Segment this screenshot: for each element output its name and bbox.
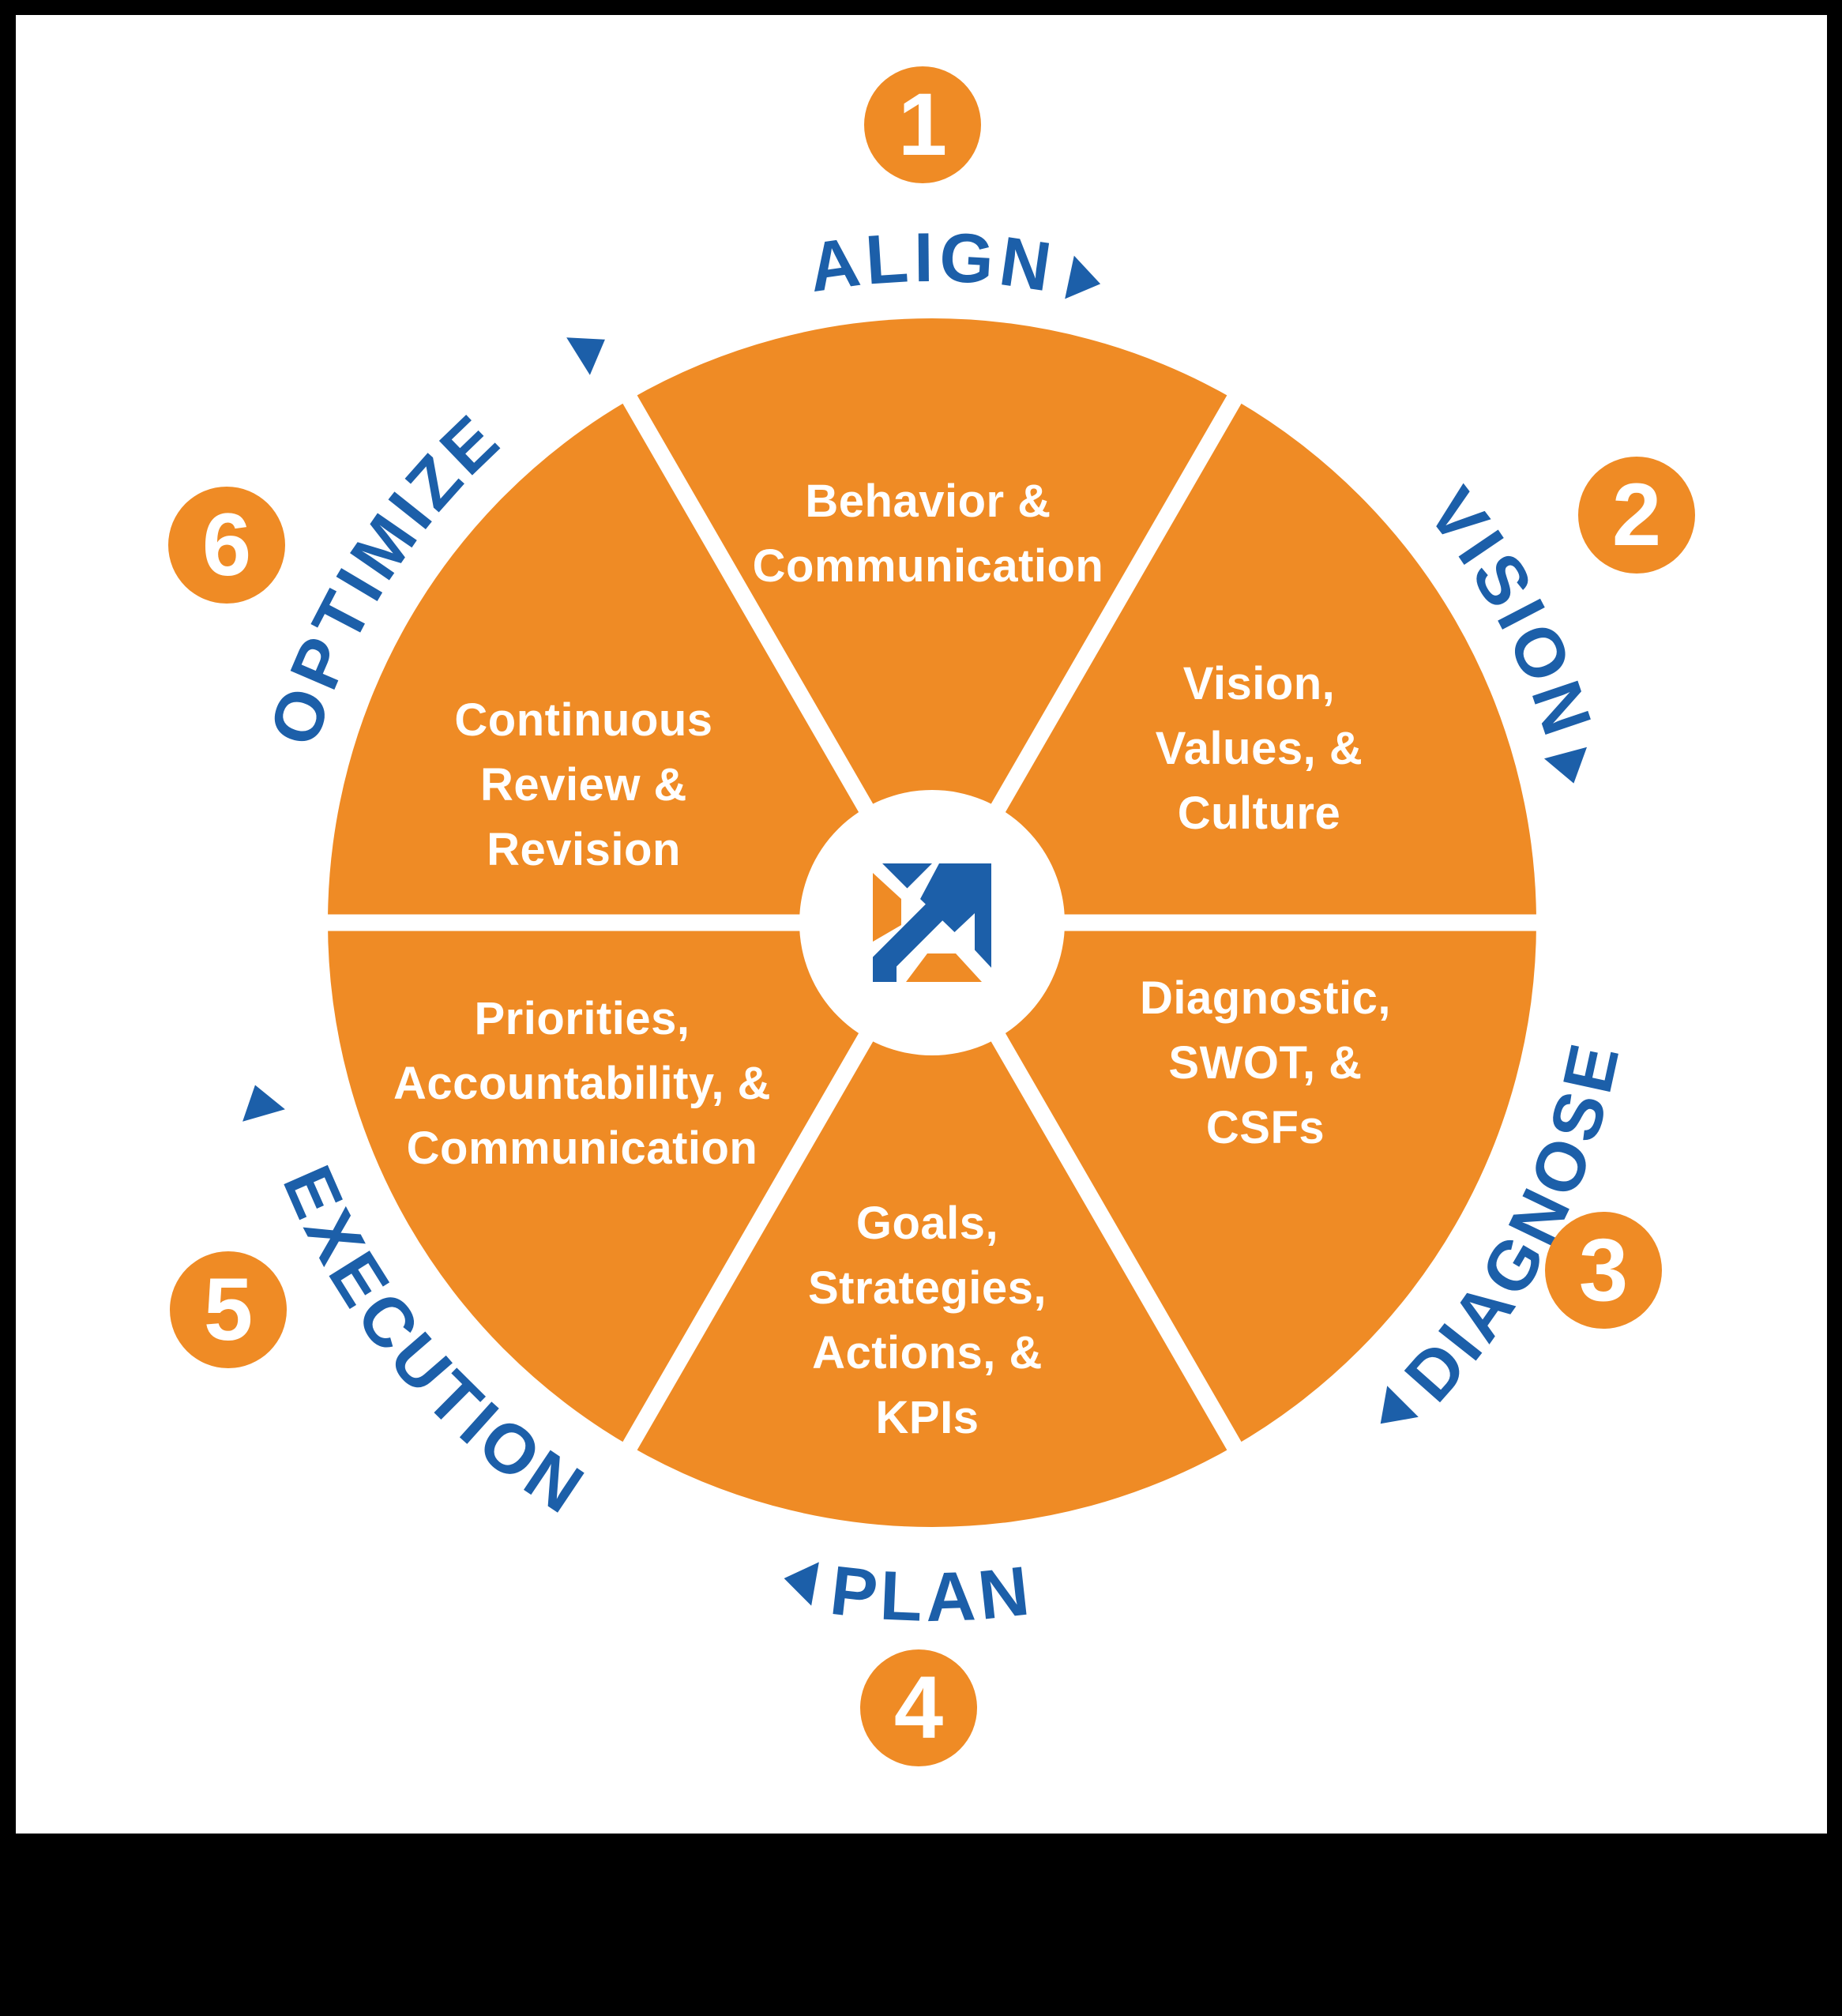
step-number-1: 1: [897, 75, 948, 174]
step-badge-1: 1: [864, 66, 981, 183]
wheel-sectors: [328, 318, 1536, 1527]
logo-arrow-shaft: [873, 902, 944, 982]
step-number-3: 3: [1578, 1221, 1629, 1319]
arc-label-align: ALIGN: [803, 217, 1060, 307]
align-clockwise-arrow-icon: [1065, 255, 1101, 299]
sector-optimize: [328, 399, 932, 923]
step-number-5: 5: [203, 1260, 254, 1359]
step-badge-5: 5: [170, 1251, 287, 1368]
segment-text-optimize: Continuous Review & Revision: [454, 694, 713, 875]
step-number-6: 6: [201, 495, 252, 594]
sector-vision: [932, 399, 1536, 923]
logo-arrow-head: [920, 863, 991, 968]
segment-text-plan: Goals, Strategies, Actions, & KPIs: [807, 1198, 1047, 1443]
step-badge-2: 2: [1578, 457, 1695, 574]
sector-plan: [630, 923, 1235, 1527]
direction-arrows: [242, 255, 1588, 1606]
logo-orange-bottom-facet: [906, 953, 982, 982]
sector-execution: [328, 923, 932, 1446]
logo-orange-left-facet: [873, 873, 901, 942]
step-number-4: 4: [893, 1658, 944, 1757]
optimize-clockwise-arrow-icon: [566, 337, 605, 375]
arc-label-plan: PLAN: [826, 1551, 1037, 1636]
vision-clockwise-arrow-icon: [1543, 747, 1588, 784]
step-badge-3: 3: [1545, 1212, 1662, 1329]
step-badge-4: 4: [860, 1649, 977, 1766]
logo-blue-top-left-facet: [882, 863, 932, 889]
plan-clockwise-arrow-icon: [784, 1562, 819, 1606]
step-number-2: 2: [1611, 465, 1662, 564]
sector-align: [630, 318, 1235, 923]
segment-text-vision: Vision, Values, & Culture: [1155, 658, 1363, 839]
growth-arrow-logo: [873, 863, 991, 982]
arc-label-align-text: ALIGN: [803, 217, 1055, 307]
segment-text-execution: Priorities, Accountability, & Communicat…: [393, 993, 771, 1174]
sector-diagnose: [932, 923, 1536, 1446]
execution-clockwise-arrow-icon: [242, 1085, 285, 1122]
diagnose-clockwise-arrow-icon: [1380, 1386, 1419, 1424]
segment-text-align: Behavior & Communication: [752, 476, 1104, 592]
step-badge-6: 6: [168, 487, 285, 604]
segment-text-diagnose: Diagnostic, SWOT, & CSFs: [1139, 972, 1392, 1153]
arc-label-plan-text: PLAN: [826, 1551, 1032, 1636]
